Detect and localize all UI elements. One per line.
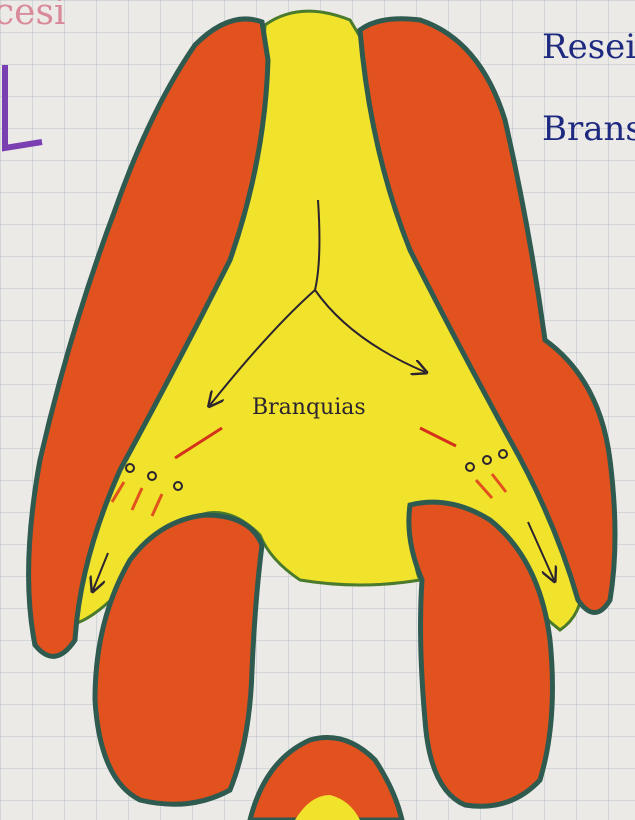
top-right-text-line2: Brans: [542, 109, 635, 149]
center-label: Branquias: [252, 395, 366, 420]
top-right-text-line1: Resei: [542, 27, 635, 67]
top-left-text: cesi: [0, 0, 65, 33]
